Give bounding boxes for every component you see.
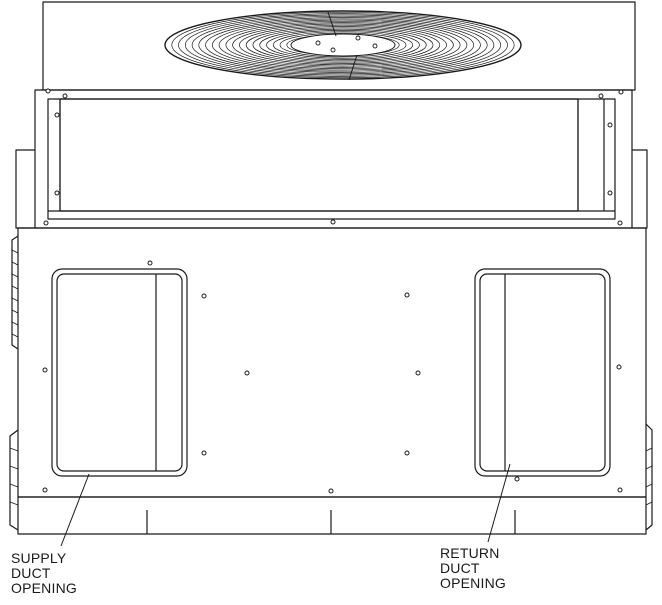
return-label-line-3: OPENING bbox=[440, 575, 506, 591]
fastener-screws bbox=[42, 88, 624, 494]
upper-cabinet bbox=[15, 89, 648, 229]
left-louver-hatch bbox=[9, 249, 653, 506]
return-label-line-1: RETURN bbox=[440, 545, 500, 561]
supply-duct-label: SUPPLY DUCT OPENING bbox=[11, 551, 77, 596]
return-label-line-2: DUCT bbox=[440, 560, 480, 576]
supply-leader-line bbox=[60, 473, 90, 547]
return-leader-line bbox=[487, 463, 511, 543]
supply-duct-opening bbox=[51, 268, 188, 477]
lower-cabinet bbox=[9, 227, 653, 535]
fan-grille-icon bbox=[164, 10, 522, 81]
supply-label-line-3: OPENING bbox=[11, 580, 77, 596]
supply-label-line-1: SUPPLY bbox=[11, 550, 67, 566]
return-duct-label: RETURN DUCT OPENING bbox=[440, 546, 506, 591]
supply-label-line-2: DUCT bbox=[11, 565, 51, 581]
return-duct-opening bbox=[474, 268, 611, 477]
